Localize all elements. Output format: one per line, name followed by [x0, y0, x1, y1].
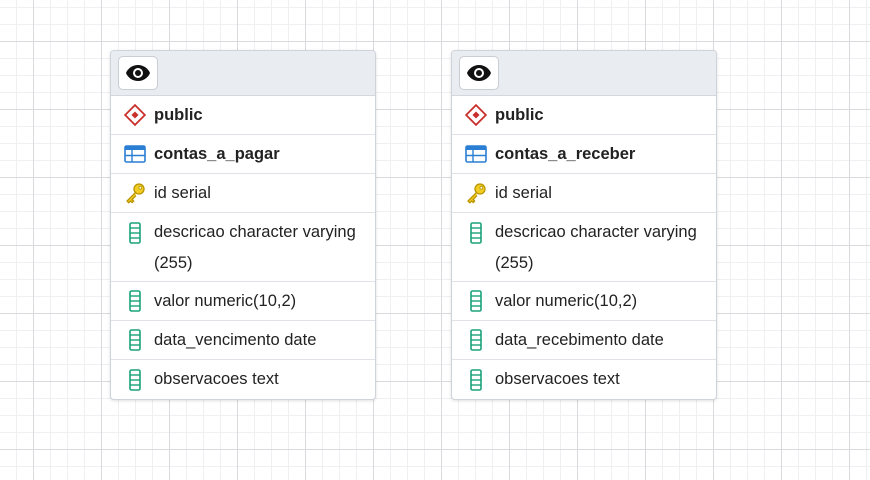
schema-row[interactable]: public [452, 96, 716, 135]
table-name-label: contas_a_receber [495, 144, 636, 163]
column-label: descricao character varying(255) [154, 223, 356, 272]
eye-icon [126, 65, 150, 81]
schema-label: public [495, 105, 544, 124]
column-row[interactable]: observacoes text [452, 360, 716, 399]
column-label: observacoes text [154, 370, 279, 388]
column-icon [124, 368, 146, 391]
erd-table-node[interactable]: public contas_a_receber id serial descri… [451, 50, 717, 400]
schema-diamond-icon [124, 104, 146, 126]
column-row[interactable]: id serial [111, 174, 375, 213]
column-label: valor numeric(10,2) [495, 291, 638, 310]
table-name-row[interactable]: contas_a_pagar [111, 135, 375, 174]
column-row[interactable]: data_vencimento date [111, 321, 375, 360]
schema-diamond-icon [465, 104, 487, 126]
column-label: descricao character varying(255) [495, 223, 697, 272]
column-row[interactable]: id serial [452, 174, 716, 213]
table-node-header [452, 51, 716, 96]
column-label: id serial [154, 183, 211, 202]
table-name-row[interactable]: contas_a_receber [452, 135, 716, 174]
column-label: observacoes text [495, 370, 620, 388]
column-label: data_vencimento date [154, 330, 317, 349]
column-icon [465, 290, 487, 312]
column-icon [124, 329, 146, 351]
toggle-visibility-button[interactable] [459, 56, 499, 90]
column-row[interactable]: valor numeric(10,2) [452, 282, 716, 321]
schema-label: public [154, 105, 203, 124]
column-label: data_recebimento date [495, 330, 664, 349]
toggle-visibility-button[interactable] [118, 56, 158, 90]
column-row[interactable]: observacoes text [111, 360, 375, 399]
column-icon [465, 222, 487, 244]
table-grid-icon [465, 143, 487, 165]
eye-icon [467, 65, 491, 81]
erd-table-node[interactable]: public contas_a_pagar id serial descrica… [110, 50, 376, 400]
column-label: id serial [495, 183, 552, 202]
column-icon [124, 222, 146, 244]
table-grid-icon [124, 143, 146, 165]
key-icon [465, 182, 487, 204]
key-icon [124, 182, 146, 204]
table-name-label: contas_a_pagar [154, 144, 280, 163]
column-row[interactable]: descricao character varying(255) [452, 213, 716, 282]
column-icon [465, 368, 487, 391]
column-label: valor numeric(10,2) [154, 291, 297, 310]
column-icon [465, 329, 487, 351]
schema-row[interactable]: public [111, 96, 375, 135]
table-node-header [111, 51, 375, 96]
column-row[interactable]: valor numeric(10,2) [111, 282, 375, 321]
column-row[interactable]: descricao character varying(255) [111, 213, 375, 282]
column-row[interactable]: data_recebimento date [452, 321, 716, 360]
column-icon [124, 290, 146, 312]
